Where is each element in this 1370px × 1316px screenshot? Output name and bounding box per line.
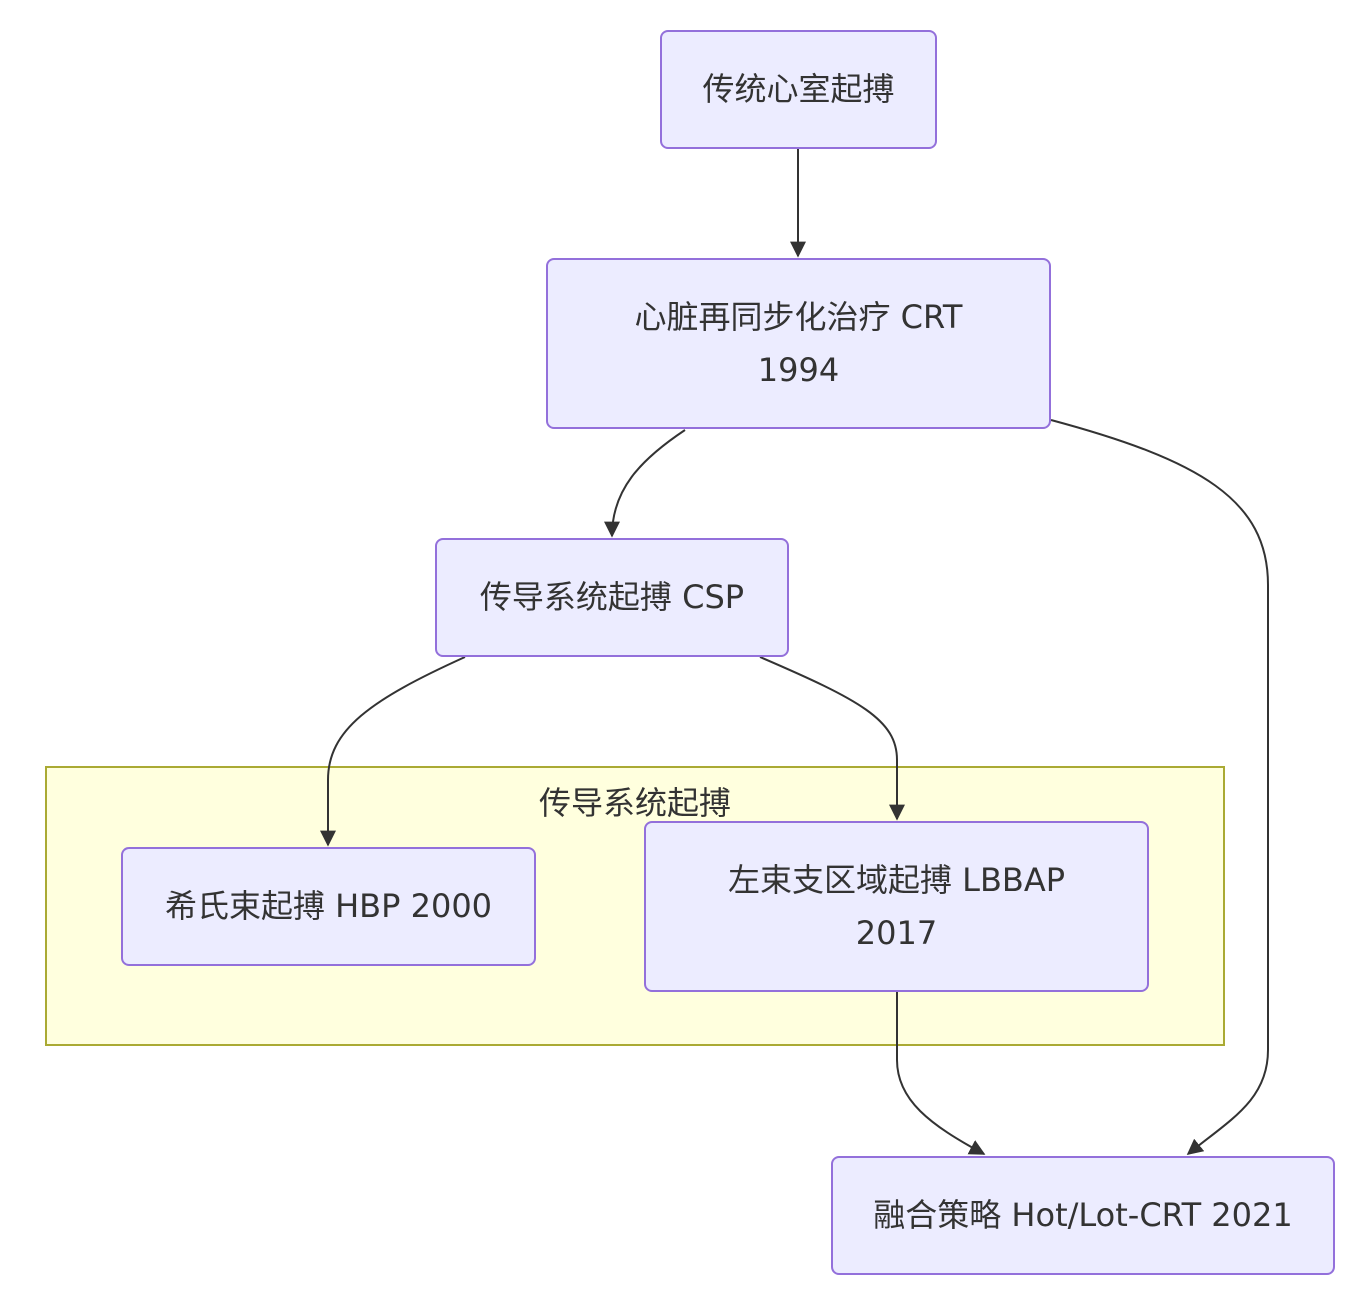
- node-traditional-ventricular-pacing: 传统心室起搏: [660, 30, 937, 149]
- node-label-line1: 心脏再同步化治疗 CRT: [634, 297, 963, 336]
- node-lbbap: 左束支区域起搏 LBBAP 2017: [644, 821, 1149, 992]
- node-label: 融合策略 Hot/Lot-CRT 2021: [873, 1196, 1293, 1235]
- edge-crt-to-csp: [604, 429, 686, 538]
- node-hbp: 希氏束起搏 HBP 2000: [121, 847, 536, 966]
- node-label: 传导系统起搏 CSP: [479, 578, 745, 617]
- edge-lbbap-to-fusion: [896, 992, 986, 1155]
- cluster-title: 传导系统起搏: [538, 784, 731, 822]
- edge-csp-to-hbp: [320, 656, 466, 847]
- edge-csp-to-lbbap: [759, 656, 905, 821]
- node-crt: 心脏再同步化治疗 CRT 1994: [546, 258, 1051, 429]
- node-label: 希氏束起搏 HBP 2000: [164, 887, 493, 926]
- node-label-line1: 左束支区域起搏 LBBAP: [727, 860, 1066, 899]
- node-label: 传统心室起搏: [702, 70, 895, 109]
- node-label-line2: 2017: [855, 913, 938, 952]
- edge-crt-to-fusion: [1050, 419, 1269, 1156]
- node-csp: 传导系统起搏 CSP: [435, 538, 789, 657]
- node-label-line2: 1994: [757, 350, 840, 389]
- node-fusion-strategy: 融合策略 Hot/Lot-CRT 2021: [831, 1156, 1335, 1275]
